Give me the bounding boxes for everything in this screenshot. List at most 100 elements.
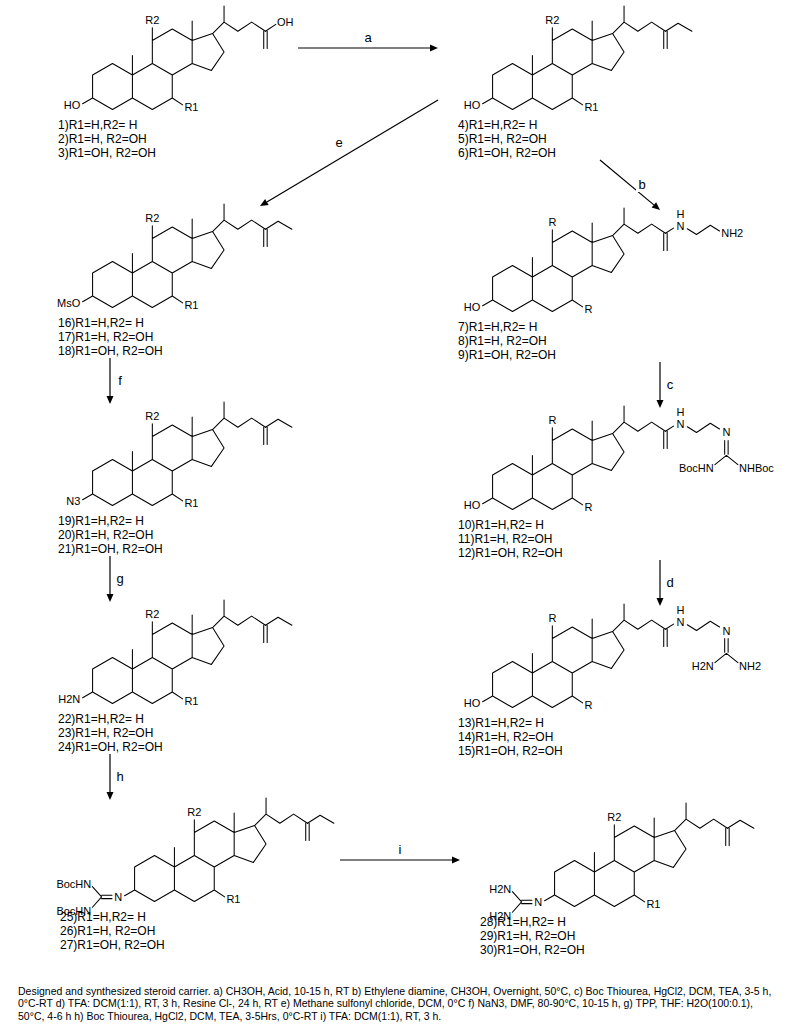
atom-label: R2 xyxy=(545,14,559,26)
reaction-arrow xyxy=(600,160,660,210)
compound-group: 1)R1=H,R2= H2)R1=H, R2=OH3)R1=OH, R2=OH xyxy=(38,8,298,160)
atom-label: HO xyxy=(464,697,481,709)
atom-label: BocHN xyxy=(679,462,714,474)
compound-number-list: 24)R1=OH, R2=OH xyxy=(58,740,163,754)
atom-label: R1 xyxy=(184,497,198,509)
atom-label: N xyxy=(676,418,684,430)
atom-label: HO xyxy=(464,499,481,511)
atom-label: HO xyxy=(464,99,481,111)
atom-label: R2 xyxy=(607,811,621,823)
step-letter: c xyxy=(665,378,676,392)
arrow-head xyxy=(260,199,269,206)
compound-number-list: 19)R1=H,R2= H xyxy=(58,514,144,528)
compound-group: 4)R1=H,R2= H5)R1=H, R2=OH6)R1=OH, R2=OH xyxy=(438,8,698,160)
steroid-boc-guanidine xyxy=(92,798,334,907)
step-letter: e xyxy=(333,136,344,150)
reaction-arrow xyxy=(107,556,114,602)
compound-number-list: 9)R1=OH, R2=OH xyxy=(458,348,556,362)
steroid-guanidine-amide xyxy=(483,604,738,708)
atom-label: R1 xyxy=(184,101,198,113)
atom-label: N xyxy=(722,625,730,637)
steroid-acid xyxy=(83,6,276,110)
compound-number-list: 6)R1=OH, R2=OH xyxy=(458,146,556,160)
atom-label: OH xyxy=(277,16,294,28)
compound-number-list: 10)R1=H,R2= H xyxy=(458,518,544,532)
steroid-boc-guanidine-amide xyxy=(483,406,738,510)
step-letter: b xyxy=(636,178,647,192)
reaction-arrow xyxy=(107,358,114,404)
atom-label: H2N xyxy=(692,660,714,672)
atom-label: R1 xyxy=(184,299,198,311)
compound-number-list: 27)R1=OH, R2=OH xyxy=(60,938,165,952)
atom-label: NHBoc xyxy=(739,462,774,474)
arrow-head xyxy=(452,857,460,864)
compound-number-list: 21)R1=OH, R2=OH xyxy=(58,542,163,556)
atom-label: R1 xyxy=(184,695,198,707)
compound-number-list: 11)R1=H, R2=OH xyxy=(458,532,552,546)
arrow-head xyxy=(430,45,438,52)
compound-number-list: 23)R1=H, R2=OH xyxy=(58,726,153,740)
steroid-azide xyxy=(83,402,292,506)
compound-number-list: 17)R1=H, R2=OH xyxy=(58,330,153,344)
step-letter: g xyxy=(114,572,125,586)
atom-label: N3 xyxy=(66,495,80,507)
compound-number-list: 29)R1=H, R2=OH xyxy=(480,929,575,943)
atom-label: R xyxy=(584,303,592,315)
compound-number-list: 5)R1=H, R2=OH xyxy=(458,132,547,146)
compound-number-list: 22)R1=H,R2= H xyxy=(58,712,144,726)
atom-label: H xyxy=(676,208,684,220)
arrow-shaft xyxy=(659,560,660,598)
atom-label: H xyxy=(676,406,684,418)
atom-label: R2 xyxy=(145,212,159,224)
step-letter: f xyxy=(116,374,124,388)
atom-label: H2N xyxy=(489,910,511,922)
atom-label: R2 xyxy=(145,14,159,26)
compound-number-list: 18)R1=OH, R2=OH xyxy=(58,344,163,358)
steroid-mesylate xyxy=(83,204,292,308)
compound-number-list: 3)R1=OH, R2=OH xyxy=(58,146,156,160)
atom-label: R2 xyxy=(145,608,159,620)
step-letter: i xyxy=(397,843,404,857)
compound-group: 22)R1=H,R2= H23)R1=H, R2=OH24)R1=OH, R2=… xyxy=(38,602,298,754)
compound-number-list: 2)R1=H, R2=OH xyxy=(58,132,147,146)
figure-caption: Designed and synthesized steroid carrier… xyxy=(18,985,782,1023)
atom-label: R xyxy=(584,699,592,711)
steroid-amide xyxy=(483,208,720,312)
compound-group: 28)R1=H,R2= H29)R1=H, R2=OH30)R1=OH, R2=… xyxy=(460,805,760,957)
atom-label: BocHN xyxy=(56,878,91,890)
arrow-shaft xyxy=(109,556,110,594)
atom-label: N xyxy=(676,220,684,232)
reaction-arrow xyxy=(657,560,664,606)
atom-label: R1 xyxy=(584,101,598,113)
reaction-arrow xyxy=(260,100,438,206)
atom-label: MsO xyxy=(57,297,80,309)
arrow-shaft xyxy=(267,100,438,202)
atom-label: R1 xyxy=(646,898,660,910)
compound-group: 19)R1=H,R2= H20)R1=H, R2=OH21)R1=OH, R2=… xyxy=(38,404,298,556)
arrow-head xyxy=(107,792,114,800)
atom-label: N xyxy=(534,896,542,908)
atom-label: NH2 xyxy=(739,660,761,672)
atom-label: R xyxy=(584,501,592,513)
compound-group: 25)R1=H,R2= H26)R1=H, R2=OH27)R1=OH, R2=… xyxy=(40,800,340,952)
arrow-shaft xyxy=(600,160,654,205)
step-letter: a xyxy=(362,31,373,45)
atom-label: N xyxy=(676,616,684,628)
compound-number-list: 13)R1=H,R2= H xyxy=(458,716,544,730)
reaction-arrow xyxy=(298,45,438,52)
arrow-shaft xyxy=(109,358,110,396)
compound-number-list: 20)R1=H, R2=OH xyxy=(58,528,153,542)
atom-label: H2N xyxy=(58,693,80,705)
compound-number-list: 26)R1=H, R2=OH xyxy=(60,924,155,938)
atom-label: R xyxy=(548,216,556,228)
atom-label: R2 xyxy=(145,410,159,422)
atom-label: HO xyxy=(64,99,81,111)
atom-label: NH2 xyxy=(721,227,743,239)
compound-number-list: 15)R1=OH, R2=OH xyxy=(458,744,563,758)
atom-label: R xyxy=(548,414,556,426)
step-letter: h xyxy=(114,770,125,784)
compound-number-list: 14)R1=H, R2=OH xyxy=(458,730,553,744)
atom-label: R1 xyxy=(226,893,240,905)
arrow-shaft xyxy=(298,47,430,48)
